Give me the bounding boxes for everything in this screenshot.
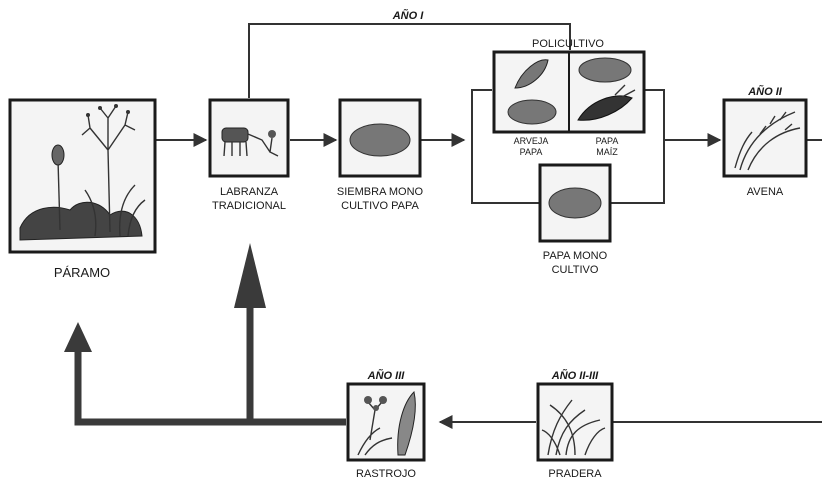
labranza-label-line2: TRADICIONAL [212,200,286,212]
oat-icon [734,111,801,171]
labranza-label-line1: LABRANZA [220,186,279,198]
avena-label: AVENA [747,186,784,198]
potato-icon [548,187,602,219]
siembra-label-line1: SIEMBRA MONO [337,186,424,198]
policultivo-title: POLICULTIVO [532,38,604,50]
papa-mono-label-line1: PAPA MONO [543,250,608,262]
ox-plow-icon [221,127,279,157]
policultivo-right-line2: MAÍZ [596,147,618,157]
node-avena: AÑO II AVENA [722,85,808,198]
shrub-icon [357,391,416,456]
rastrojo-label: RASTROJO [356,468,416,480]
paramo-label: PÁRAMO [54,265,110,280]
paramo-plants-icon [19,104,146,241]
pradera-year: AÑO II-III [551,369,599,382]
thick-arrow-labranza [234,243,266,308]
node-paramo: PÁRAMO [8,98,157,280]
ano-i-label: AÑO I [392,9,425,22]
policultivo-left-line2: PAPA [520,147,543,157]
policultivo-right-line1: PAPA [596,136,619,146]
split-bracket-left [471,89,540,204]
connectors: AÑO I [64,9,822,429]
thick-return-path [74,350,346,426]
node-papa-mono: PAPA MONO CULTIVO [538,163,612,276]
potato-corn-icon [577,57,636,121]
papa-mono-label-line2: CULTIVO [552,264,599,276]
pradera-label: PRADERA [548,468,602,480]
node-rastrojo: AÑO III RASTROJO [346,369,426,480]
policultivo-left-line1: ARVEJA [514,136,549,146]
thick-arrow-paramo [64,322,92,352]
node-pradera: AÑO II-III PRADERA [536,369,614,480]
avena-year: AÑO II [747,85,783,98]
node-policultivo: POLICULTIVO ARVEJA PAPA PAPA MAÍZ [492,38,646,157]
pea-potato-icon [507,59,557,125]
split-bracket-right [610,89,665,204]
potato-icon [349,123,411,157]
node-labranza: LABRANZA TRADICIONAL [208,98,290,212]
siembra-label-line2: CULTIVO PAPA [341,200,419,212]
grass-icon [541,399,606,456]
node-siembra: SIEMBRA MONO CULTIVO PAPA [337,98,424,212]
ano-i-loop-line [248,23,571,98]
rastrojo-year: AÑO III [367,369,406,382]
